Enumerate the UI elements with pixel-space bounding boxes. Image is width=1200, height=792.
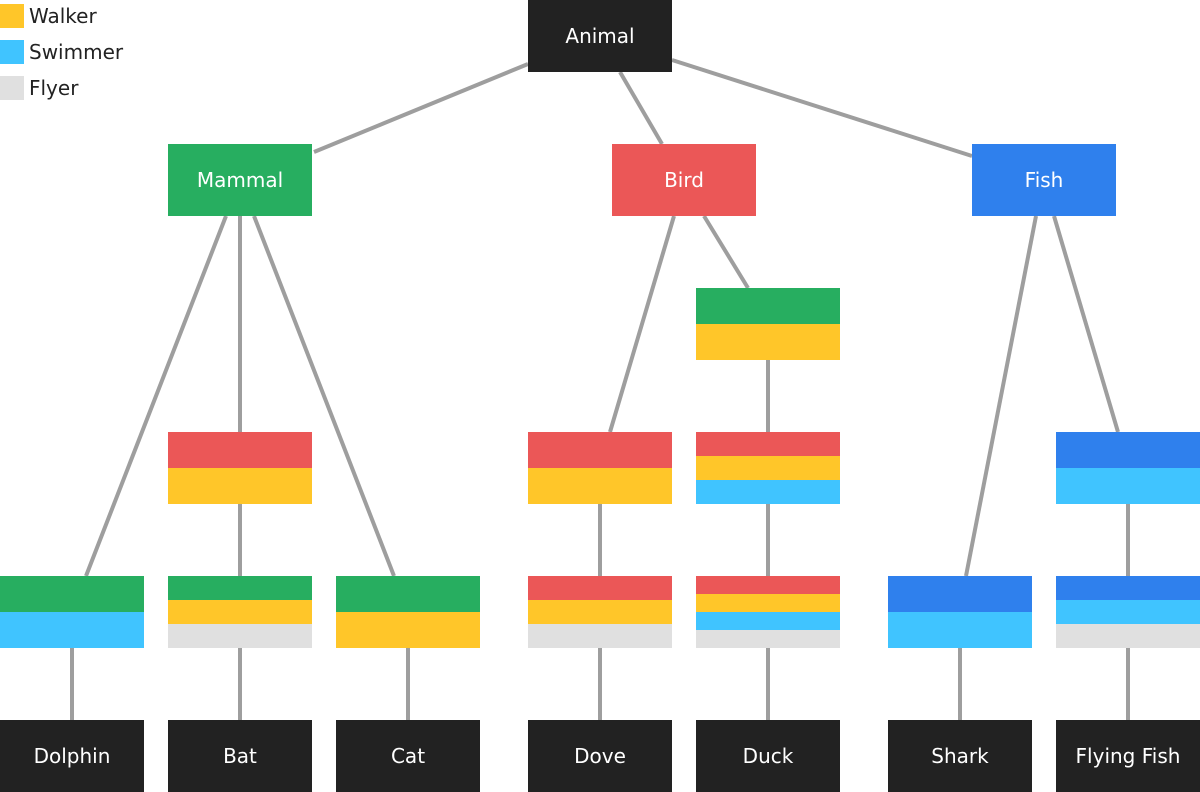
legend-label-flyer: Flyer	[29, 76, 79, 100]
trait-node-bird-walker-2	[528, 432, 672, 504]
hierarchy-edge	[84, 215, 228, 577]
band-walker	[528, 468, 672, 504]
band-mammal	[696, 288, 840, 324]
legend-item-flyer: Flyer	[0, 76, 78, 100]
trait-node-bird-walker-swimmer-flyer	[696, 576, 840, 648]
band-swimmer	[696, 480, 840, 504]
legend-swatch-flyer	[0, 76, 24, 100]
trait-node-bird-walker-swimmer	[696, 432, 840, 504]
band-mammal	[0, 576, 144, 612]
legend-item-swimmer: Swimmer	[0, 40, 123, 64]
leaf-shark: Shark	[888, 720, 1032, 792]
band-walker	[528, 600, 672, 624]
band-swimmer	[1056, 600, 1200, 624]
band-mammal	[336, 576, 480, 612]
band-flyer	[528, 624, 672, 648]
band-fish	[1056, 576, 1200, 600]
band-walker	[168, 600, 312, 624]
hierarchy-edge	[1052, 215, 1120, 433]
legend-item-walker: Walker	[0, 4, 97, 28]
band-fish	[1056, 432, 1200, 468]
node-fish: Fish	[972, 144, 1116, 216]
trait-node-mammal-walker-flyer	[168, 576, 312, 648]
hierarchy-edge	[252, 215, 396, 577]
hierarchy-edge	[964, 215, 1038, 577]
hierarchy-edge	[618, 70, 664, 146]
band-bird	[696, 576, 840, 594]
band-swimmer	[696, 612, 840, 630]
leaf-dolphin-label: Dolphin	[33, 744, 111, 768]
band-bird	[696, 432, 840, 456]
leaf-cat-label: Cat	[390, 744, 426, 768]
band-bird	[528, 576, 672, 600]
leaf-flying-fish-label: Flying Fish	[1075, 744, 1181, 768]
legend-swatch-walker	[0, 4, 24, 28]
leaf-dove: Dove	[528, 720, 672, 792]
band-flyer	[1056, 624, 1200, 648]
leaf-bat: Bat	[168, 720, 312, 792]
band-mammal	[168, 576, 312, 600]
trait-node-mammal-walker-2	[336, 576, 480, 648]
node-animal-label: Animal	[565, 24, 635, 48]
trait-node-mammal-swimmer	[0, 576, 144, 648]
band-flyer	[168, 624, 312, 648]
trait-node-bird-walker	[696, 288, 840, 360]
node-mammal-label: Mammal	[196, 168, 284, 192]
band-walker	[696, 594, 840, 612]
node-bird: Bird	[612, 144, 756, 216]
band-fish	[888, 576, 1032, 612]
trait-node-fish-swimmer-2	[888, 576, 1032, 648]
hierarchy-edge	[608, 215, 676, 433]
band-bird	[168, 432, 312, 468]
hierarchy-edge	[313, 62, 529, 154]
leaf-dolphin: Dolphin	[0, 720, 144, 792]
band-bird	[528, 432, 672, 468]
leaf-shark-label: Shark	[931, 744, 989, 768]
band-swimmer	[888, 612, 1032, 648]
node-bird-label: Bird	[664, 168, 704, 192]
leaf-flying-fish: Flying Fish	[1056, 720, 1200, 792]
legend-swatch-swimmer	[0, 40, 24, 64]
band-walker	[696, 456, 840, 480]
band-swimmer	[1056, 468, 1200, 504]
node-mammal: Mammal	[168, 144, 312, 216]
legend-label-swimmer: Swimmer	[29, 40, 124, 64]
trait-node-fish-swimmer-flyer	[1056, 576, 1200, 648]
trait-node-bird-walker-flyer	[528, 576, 672, 648]
leaf-dove-label: Dove	[574, 744, 626, 768]
hierarchy-edge	[702, 214, 750, 290]
leaf-cat: Cat	[336, 720, 480, 792]
node-fish-label: Fish	[1024, 168, 1064, 192]
trait-node-mammal-walker	[168, 432, 312, 504]
band-swimmer	[0, 612, 144, 648]
band-flyer	[696, 630, 840, 648]
node-animal: Animal	[528, 0, 672, 72]
leaf-duck: Duck	[696, 720, 840, 792]
band-walker	[696, 324, 840, 360]
band-walker	[168, 468, 312, 504]
hierarchy-edge	[671, 58, 973, 158]
trait-node-fish-swimmer	[1056, 432, 1200, 504]
legend-label-walker: Walker	[29, 4, 97, 28]
leaf-bat-label: Bat	[223, 744, 257, 768]
band-walker	[336, 612, 480, 648]
leaf-duck-label: Duck	[742, 744, 794, 768]
